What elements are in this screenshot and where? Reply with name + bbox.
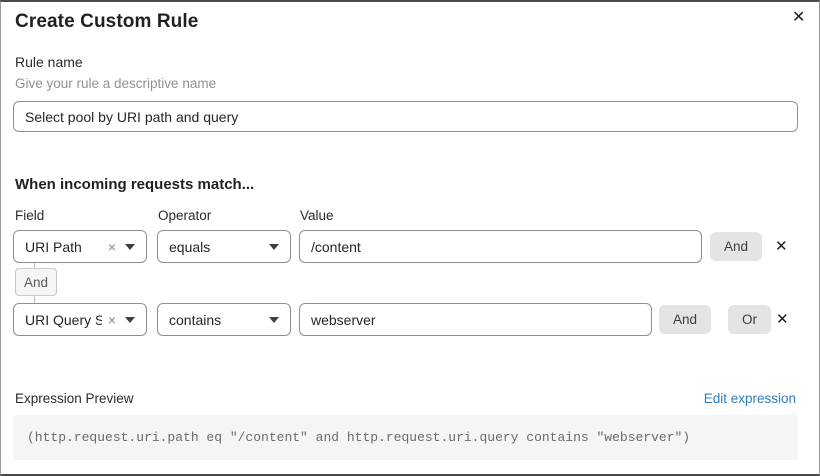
connector-line-top (34, 263, 35, 268)
value-input-row1[interactable] (299, 230, 702, 263)
delete-row2-icon[interactable]: ✕ (776, 311, 789, 328)
clear-field-icon[interactable]: × (107, 238, 116, 255)
caret-down-icon (125, 316, 135, 323)
connector-line-bottom (34, 296, 35, 303)
caret-down-icon (125, 243, 135, 250)
rule-name-input[interactable] (13, 101, 798, 132)
dialog-title: Create Custom Rule (15, 11, 199, 32)
rule-name-label: Rule name (15, 54, 83, 70)
close-icon[interactable]: ✕ (792, 9, 806, 26)
field-select-row2-value: URI Query St... (25, 311, 102, 328)
operator-select-row1-value: equals (169, 238, 211, 255)
column-label-field: Field (15, 208, 45, 223)
expression-code-block: (http.request.uri.path eq "/content" and… (13, 415, 798, 460)
value-input-row2[interactable] (299, 303, 652, 336)
expression-code: (http.request.uri.path eq "/content" and… (27, 430, 691, 445)
caret-down-icon (269, 243, 279, 250)
connector-and-badge: And (15, 268, 57, 296)
column-label-operator: Operator (158, 208, 212, 223)
operator-select-row1[interactable]: equals (157, 230, 291, 263)
caret-down-icon (269, 316, 279, 323)
or-button-row2[interactable]: Or (728, 305, 771, 334)
clear-field-icon[interactable]: × (107, 311, 116, 328)
delete-row1-icon[interactable]: ✕ (775, 238, 788, 255)
column-label-value: Value (300, 208, 334, 223)
expression-preview-label: Expression Preview (15, 391, 134, 406)
match-heading: When incoming requests match... (15, 176, 255, 193)
operator-select-row2-value: contains (169, 311, 222, 328)
operator-select-row2[interactable]: contains (157, 303, 291, 336)
rule-name-helper: Give your rule a descriptive name (15, 76, 217, 91)
field-select-row2[interactable]: URI Query St... × (13, 303, 147, 336)
and-button-row2[interactable]: And (659, 305, 712, 334)
edit-expression-link[interactable]: Edit expression (703, 391, 796, 406)
and-button-row1[interactable]: And (710, 232, 763, 261)
field-select-row1[interactable]: URI Path × (13, 230, 147, 263)
field-select-row1-value: URI Path (25, 238, 82, 255)
